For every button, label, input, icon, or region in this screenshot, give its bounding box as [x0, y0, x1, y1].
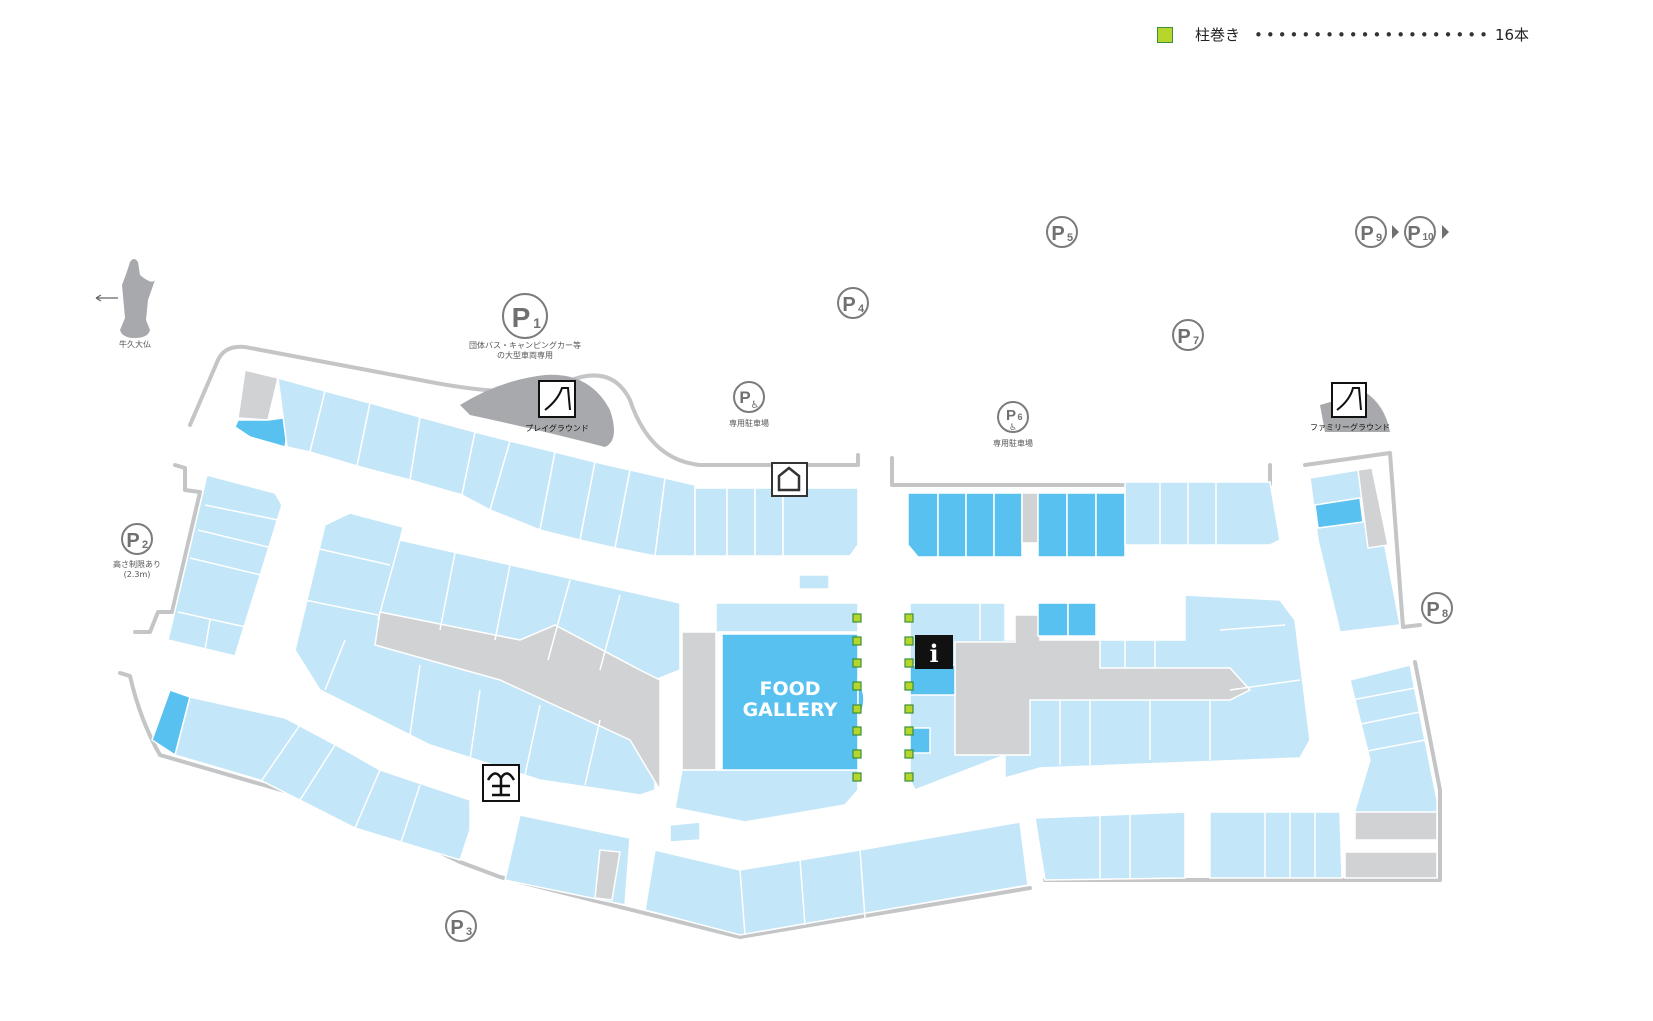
food-gallery[interactable]	[721, 633, 859, 771]
arrow-left-icon	[95, 294, 118, 302]
statue-label: 牛久大仏	[119, 339, 151, 349]
svg-text:P: P	[126, 530, 139, 552]
svg-text:の大型車両専用: の大型車両専用	[497, 350, 553, 360]
svg-text:P: P	[739, 388, 750, 407]
food-gallery-area: FOOD GALLERY	[674, 602, 865, 823]
central-east-shops	[909, 594, 1311, 791]
svg-text:♿: ♿	[751, 400, 760, 411]
legend-leader: ••••••••••••••••••••	[1254, 25, 1491, 44]
playground-label: プレイグラウンド	[525, 423, 589, 433]
svg-text:(2.3m): (2.3m)	[124, 570, 151, 579]
svg-text:P: P	[1051, 223, 1064, 245]
north-east-shops	[907, 481, 1281, 558]
svg-text:団体バス・キャンピングカー等: 団体バス・キャンピングカー等	[469, 340, 581, 350]
svg-text:7: 7	[1193, 335, 1199, 347]
svg-text:4: 4	[858, 303, 865, 315]
parking-accessible[interactable]: P♿ 専用駐車場	[729, 381, 769, 428]
svg-text:P: P	[1426, 599, 1439, 621]
arrow-right-icon	[1442, 225, 1449, 239]
information-icon[interactable]: i	[915, 635, 953, 669]
svg-text:10: 10	[1422, 232, 1434, 243]
south-east-wall	[1043, 660, 1442, 882]
west-shops	[167, 474, 283, 657]
pillar-wrap-swatch	[1157, 26, 1173, 43]
entrance-gate-icon	[771, 462, 808, 497]
slide-icon	[538, 380, 576, 418]
south-wall	[118, 671, 1032, 939]
fountain-icon	[482, 764, 520, 802]
svg-text:P: P	[842, 294, 855, 316]
daibutsu-statue-icon	[95, 259, 155, 338]
svg-text:P: P	[450, 917, 463, 939]
food-gallery-label-2: GALLERY	[743, 699, 838, 721]
svg-text:P: P	[512, 302, 531, 333]
east-wall	[1303, 451, 1422, 629]
legend: 柱巻き •••••••••••••••••••• 16本	[1157, 24, 1529, 45]
svg-text:専用駐車場: 専用駐車場	[993, 438, 1033, 448]
legend-count: 16本	[1494, 26, 1530, 44]
east-shops	[1309, 467, 1438, 879]
pillar-wraps	[852, 613, 914, 782]
svg-text:P: P	[1360, 223, 1373, 245]
slide-icon	[1331, 382, 1367, 418]
legend-label: 柱巻き	[1195, 26, 1241, 44]
svg-text:専用駐車場: 専用駐車場	[729, 418, 769, 428]
svg-text:3: 3	[466, 926, 472, 938]
svg-text:1: 1	[533, 315, 541, 331]
svg-text:♿: ♿	[1009, 423, 1017, 433]
svg-text:6: 6	[1017, 412, 1022, 422]
svg-text:2: 2	[142, 539, 148, 551]
north-east-wall	[890, 456, 1272, 487]
west-wall	[133, 463, 202, 634]
family-ground-label: ファミリーグラウンド	[1310, 422, 1390, 432]
north-shops	[234, 369, 859, 590]
svg-text:P: P	[1407, 223, 1420, 245]
central-west-shops	[294, 512, 717, 796]
parking-p1[interactable]: P 1 団体バス・キャンピングカー等 の大型車両専用	[469, 293, 581, 360]
parking-p2[interactable]: P 2 高さ制限あり (2.3m)	[113, 523, 161, 579]
food-gallery-label: FOOD	[759, 678, 820, 700]
svg-text:高さ制限あり: 高さ制限あり	[113, 559, 161, 569]
arrow-right-icon	[1392, 225, 1399, 239]
svg-text:9: 9	[1376, 232, 1382, 244]
svg-text:8: 8	[1442, 608, 1448, 620]
svg-text:5: 5	[1067, 232, 1073, 244]
svg-text:P: P	[1006, 407, 1016, 424]
svg-text:i: i	[929, 639, 938, 668]
svg-text:P: P	[1177, 326, 1190, 348]
south-shops	[151, 689, 1343, 936]
